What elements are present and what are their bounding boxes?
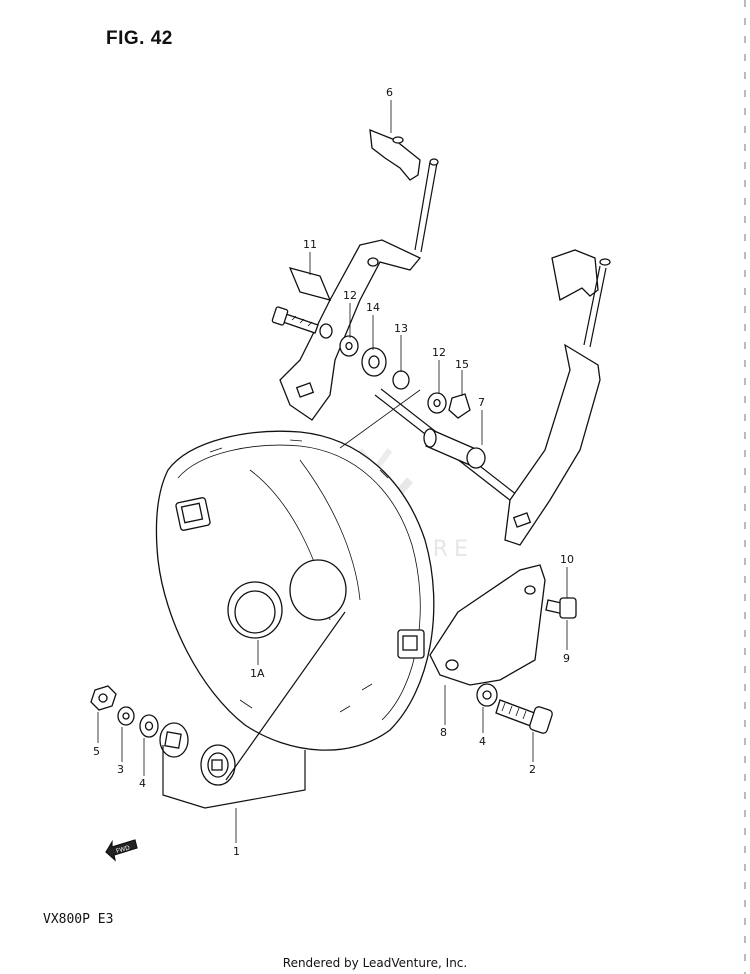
- callout-1a: 1A: [250, 667, 265, 680]
- callout-12: 12: [343, 289, 357, 302]
- callout-9: 9: [563, 652, 570, 665]
- callout-11: 11: [303, 238, 317, 251]
- callout-14: 14: [366, 301, 380, 314]
- callout-6: 6: [386, 86, 393, 99]
- figure-title: FIG. 42: [106, 28, 173, 49]
- callout-leaders: [97, 100, 568, 843]
- page-edge-marks: [744, 0, 748, 974]
- callout-4: 4: [479, 735, 486, 748]
- lower-mount-hardware: [90, 611, 346, 809]
- bracket-hardware: [271, 267, 486, 469]
- bracket-assembly: [279, 128, 611, 546]
- callout-labels: 6 11 12 14 13 12 15 7 10 9 1A 8 4 2 5 3 …: [93, 86, 574, 858]
- render-credit: Rendered by LeadVenture, Inc.: [282, 956, 468, 970]
- callout-5: 5: [93, 745, 100, 758]
- callout-2: 2: [529, 763, 536, 776]
- side-mount-hardware: [429, 564, 577, 734]
- callout-1: 1: [233, 845, 240, 858]
- callout-7: 7: [478, 396, 485, 409]
- model-code: VX800P E3: [43, 912, 114, 927]
- callout-13: 13: [394, 322, 408, 335]
- forward-arrow-icon: FWD: [105, 839, 138, 862]
- callout-3: 3: [117, 763, 124, 776]
- fwd-label: FWD: [115, 844, 131, 855]
- callout-8: 8: [440, 726, 447, 739]
- callout-4b: 4: [139, 777, 146, 790]
- callout-12b: 12: [432, 346, 446, 359]
- callout-10: 10: [560, 553, 574, 566]
- headlight-housing: [155, 430, 435, 751]
- callout-15: 15: [455, 358, 469, 371]
